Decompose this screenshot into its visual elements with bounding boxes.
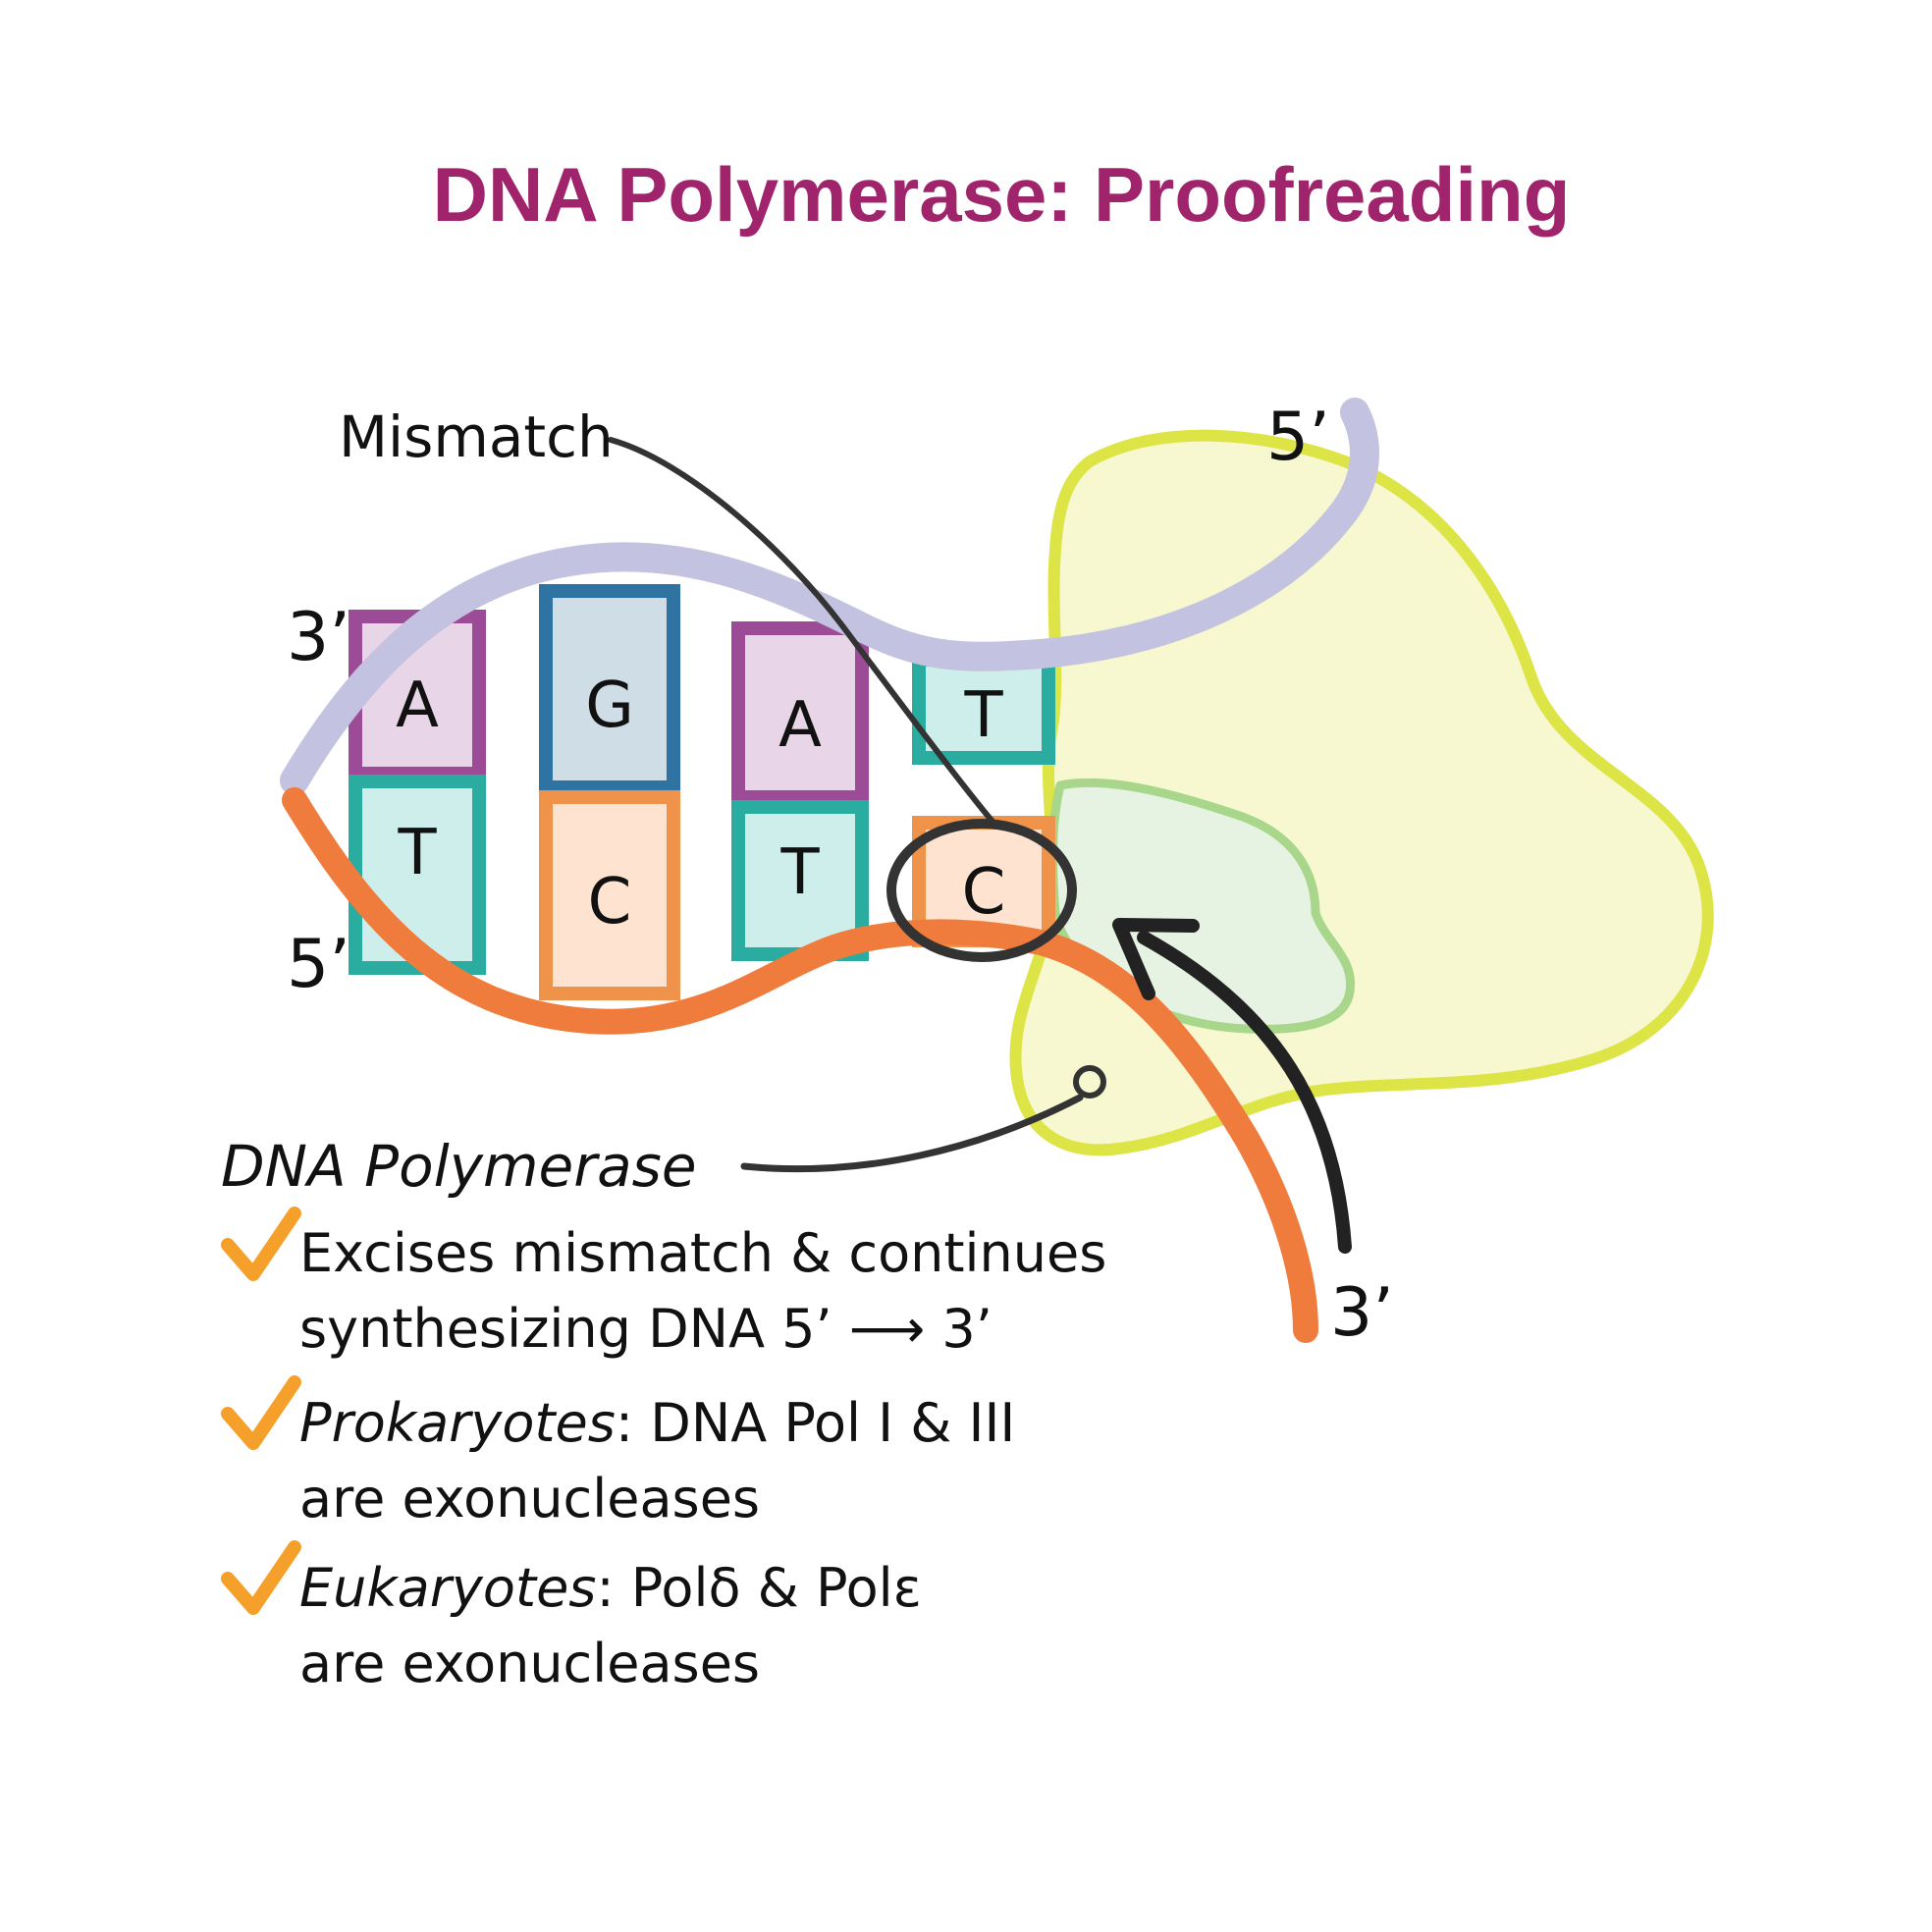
new-5-prime-label: 5’	[287, 926, 350, 1003]
bullet-list: Excises mismatch & continues synthesizin…	[221, 1207, 1106, 1694]
top-base-letter: A	[778, 689, 822, 762]
mismatch-leader-line	[608, 437, 996, 826]
base-top-3	[731, 621, 869, 804]
template-5-prime-label: 5’	[1266, 399, 1330, 476]
new-3-prime-label: 3’	[1330, 1274, 1394, 1352]
mismatch-label: Mismatch	[339, 403, 614, 470]
bottom-base-letter: C	[588, 866, 632, 939]
check-icon	[221, 1540, 301, 1615]
polymerase-label: DNA Polymerase	[221, 1133, 697, 1200]
mismatch-circle-icon	[886, 819, 1077, 962]
base-bottom-2	[539, 790, 680, 1000]
arrowhead-icon	[1112, 918, 1200, 1000]
check-icon	[221, 1375, 301, 1450]
bottom-base-letter: T	[779, 836, 820, 909]
check-icon	[221, 1207, 301, 1281]
top-base-letter: T	[963, 679, 1003, 752]
template-3-prime-label: 3’	[287, 599, 350, 676]
bottom-base-letter: C	[962, 856, 1006, 929]
bottom-base-letter: T	[397, 817, 437, 889]
base-top-2	[539, 584, 680, 794]
template-strand	[280, 398, 1379, 795]
top-base-letter: A	[396, 670, 439, 742]
bullet-2-line-2: are exonucleases	[299, 1468, 760, 1530]
polymerase-leader-line	[740, 1094, 1084, 1173]
bullet-1-line-1: Excises mismatch & continues	[299, 1222, 1106, 1284]
bullet-1-line-2: synthesizing DNA 5’ ⟶ 3’	[299, 1298, 993, 1360]
page-title: DNA Polymerase: Proofreading	[433, 151, 1571, 238]
bullet-3-line-2: are exonucleases	[299, 1633, 760, 1694]
top-base-letter: G	[585, 670, 634, 742]
base-bottom-3	[731, 800, 869, 961]
polymerase-pointer-dot	[1073, 1065, 1106, 1099]
curved-arrow-icon	[1137, 931, 1352, 1254]
bullet-2-line-1: Prokaryotes: DNA Pol I & III	[299, 1392, 1015, 1454]
bullet-3-line-1: Eukaryotes: Polδ & Polε	[299, 1557, 922, 1619]
new-strand	[282, 787, 1318, 1343]
